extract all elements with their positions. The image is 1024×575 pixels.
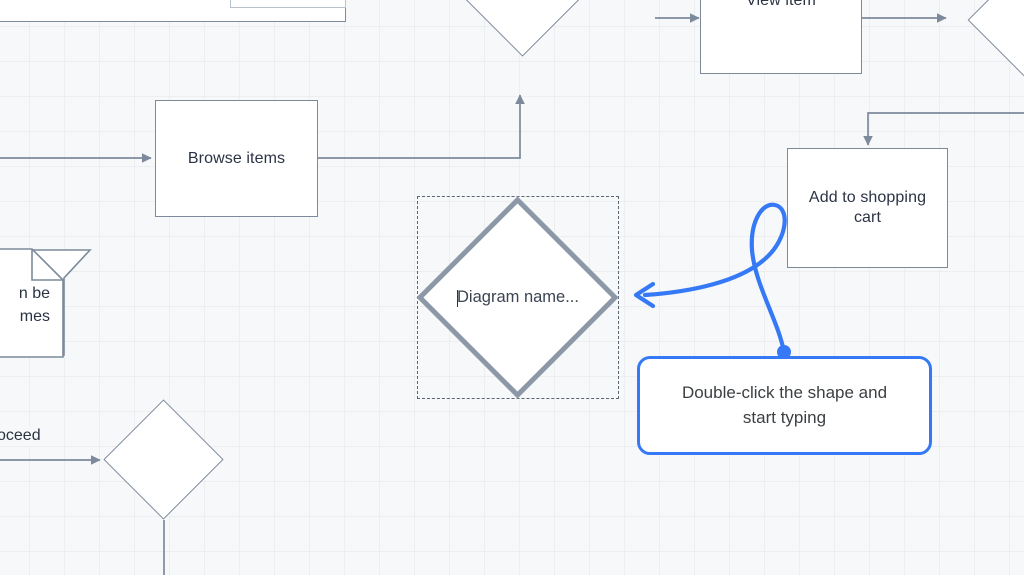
add-to-cart-label: Add to shopping cart	[808, 189, 927, 226]
browse-items-box[interactable]: Browse items	[155, 100, 318, 217]
add-to-cart-box[interactable]: Add to shopping cart	[787, 148, 948, 268]
tooltip-text: Double-click the shape and start typing	[654, 381, 915, 430]
view-item-label: View item	[746, 0, 816, 9]
connector-browse-items-to-top-diamond	[318, 94, 525, 159]
tooltip-callout[interactable]: Double-click the shape and start typing	[637, 356, 932, 455]
connector-into-add-to-cart	[863, 112, 1024, 146]
browse-items-label: Browse items	[187, 149, 286, 167]
tooltip-line-2: start typing	[742, 407, 827, 427]
not-found-inner-box[interactable]	[230, 0, 346, 8]
view-item-box[interactable]: View item	[700, 0, 862, 74]
tooltip-line-1: Double-click the shape and	[681, 382, 888, 402]
edge-label-proceed: oceed	[0, 426, 44, 446]
